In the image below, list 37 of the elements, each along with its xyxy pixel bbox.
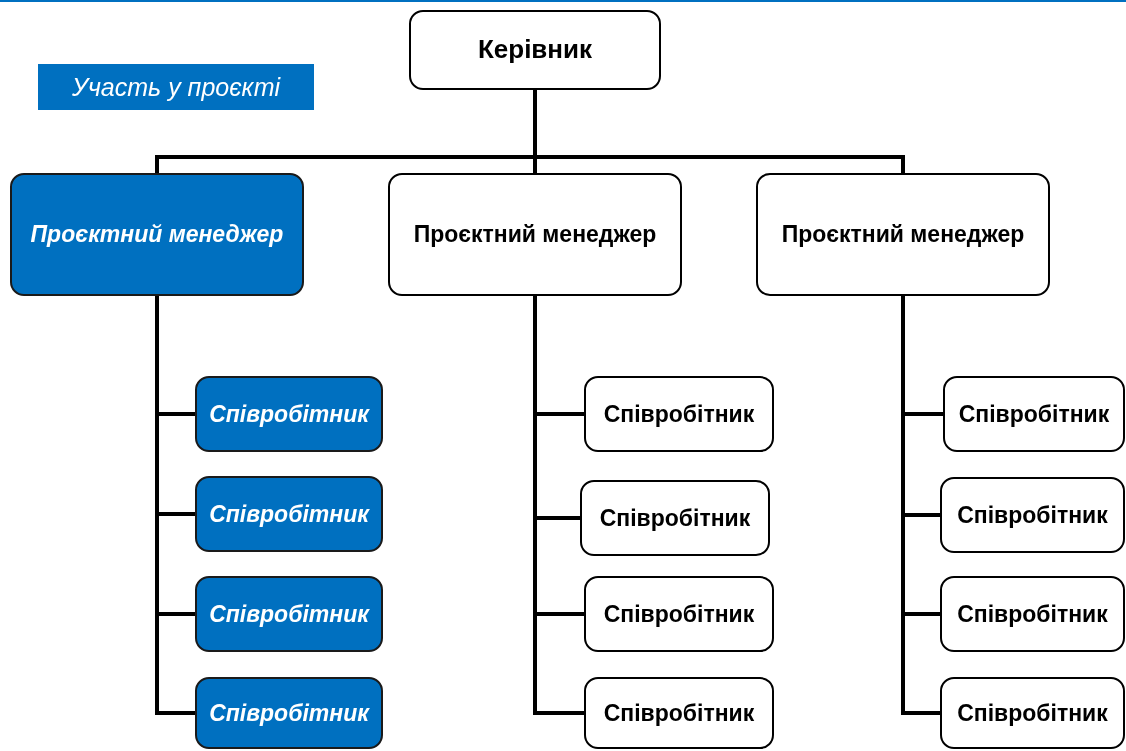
node-label: Проєктний менеджер	[413, 221, 657, 248]
node-label: Проєктний менеджер	[30, 221, 284, 248]
connector-line	[901, 296, 940, 715]
org-box	[940, 576, 1125, 652]
org-box	[943, 376, 1125, 452]
org-box	[580, 480, 770, 556]
head-box	[409, 10, 661, 90]
org-box	[584, 677, 774, 749]
org-box	[584, 576, 774, 652]
org-box	[195, 376, 383, 452]
node-label: Керівник	[477, 35, 593, 65]
node-label: Співробітник	[957, 600, 1108, 628]
org-box	[388, 173, 682, 296]
connector-line	[533, 296, 584, 715]
org-box	[940, 677, 1125, 749]
node-label: Співробітник	[957, 699, 1108, 727]
node-label: Співробітник	[958, 400, 1110, 428]
org-box	[10, 173, 304, 296]
connector-line	[533, 90, 905, 173]
node-label: Співробітник	[599, 504, 751, 532]
node-label: Співробітник	[209, 699, 369, 727]
node-label: Співробітник	[603, 699, 755, 727]
node-label: Співробітник	[603, 400, 755, 428]
org-box	[584, 376, 774, 452]
connector-line	[155, 296, 195, 715]
org-box	[940, 477, 1125, 553]
org-box	[195, 476, 383, 552]
org-box	[756, 173, 1050, 296]
node-label: Проєктний менеджер	[781, 221, 1025, 248]
org-box	[195, 576, 383, 652]
node-label: Співробітник	[209, 500, 369, 528]
node-label: Співробітник	[603, 600, 755, 628]
org-box	[195, 677, 383, 749]
node-label: Співробітник	[957, 501, 1108, 529]
node-label: Співробітник	[209, 400, 369, 428]
node-label: Співробітник	[209, 600, 369, 628]
legend-text: Участь у проєкті	[71, 72, 281, 102]
